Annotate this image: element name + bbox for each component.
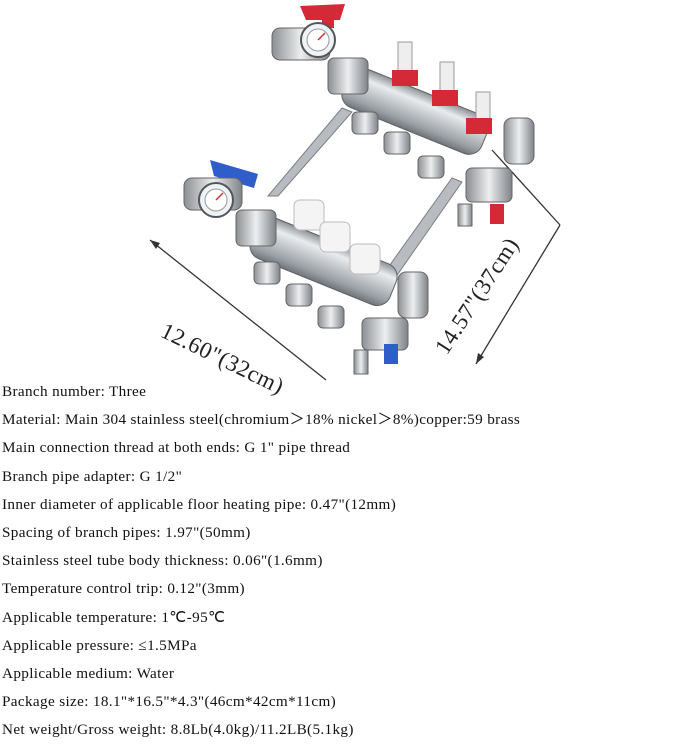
product-image: 12.60"(32cm) 14.57"(37cm) [149,4,561,399]
spec-weight: Net weight/Gross weight: 8.8Lb(4.0kg)/11… [2,721,354,739]
spec-applicable-temperature: Applicable temperature: 1℃-95℃ [2,608,226,626]
upper-air-vent [457,117,535,227]
spec-package-size: Package size: 18.1"*16.5"*4.3"(46cm*42cm… [2,693,337,711]
spec-list: Branch number: Three Material: Main 304 … [2,381,679,747]
spec-branch-number: Branch number: Three [2,383,147,400]
upper-branch-connectors [351,111,445,179]
spec-tube-thickness: Stainless steel tube body thickness: 0.0… [2,552,323,570]
actuator-caps [293,199,381,275]
width-dimension-line [149,239,327,381]
lower-air-vent [353,271,429,375]
spec-branch-pipe-adapter: Branch pipe adapter: G 1/2" [2,467,183,485]
lower-branch-connectors [253,261,345,329]
spec-branch-spacing: Spacing of branch pipes: 1.97"(50mm) [2,523,251,541]
upper-ball-valve [271,4,369,95]
height-dimension-line [475,149,561,365]
spec-main-connection-thread: Main connection thread at both ends: G 1… [2,439,351,457]
spec-material: Material: Main 304 stainless steel(chrom… [2,411,521,429]
spec-applicable-pressure: Applicable pressure: ≤1.5MPa [2,636,197,654]
lower-ball-valve [183,160,277,247]
spec-temperature-control-trip: Temperature control trip: 0.12"(3mm) [2,580,245,598]
spec-applicable-medium: Applicable medium: Water [2,664,175,682]
manifold-illustration [149,4,561,381]
flow-meters [392,41,492,134]
spec-inner-diameter: Inner diameter of applicable floor heati… [2,495,397,513]
